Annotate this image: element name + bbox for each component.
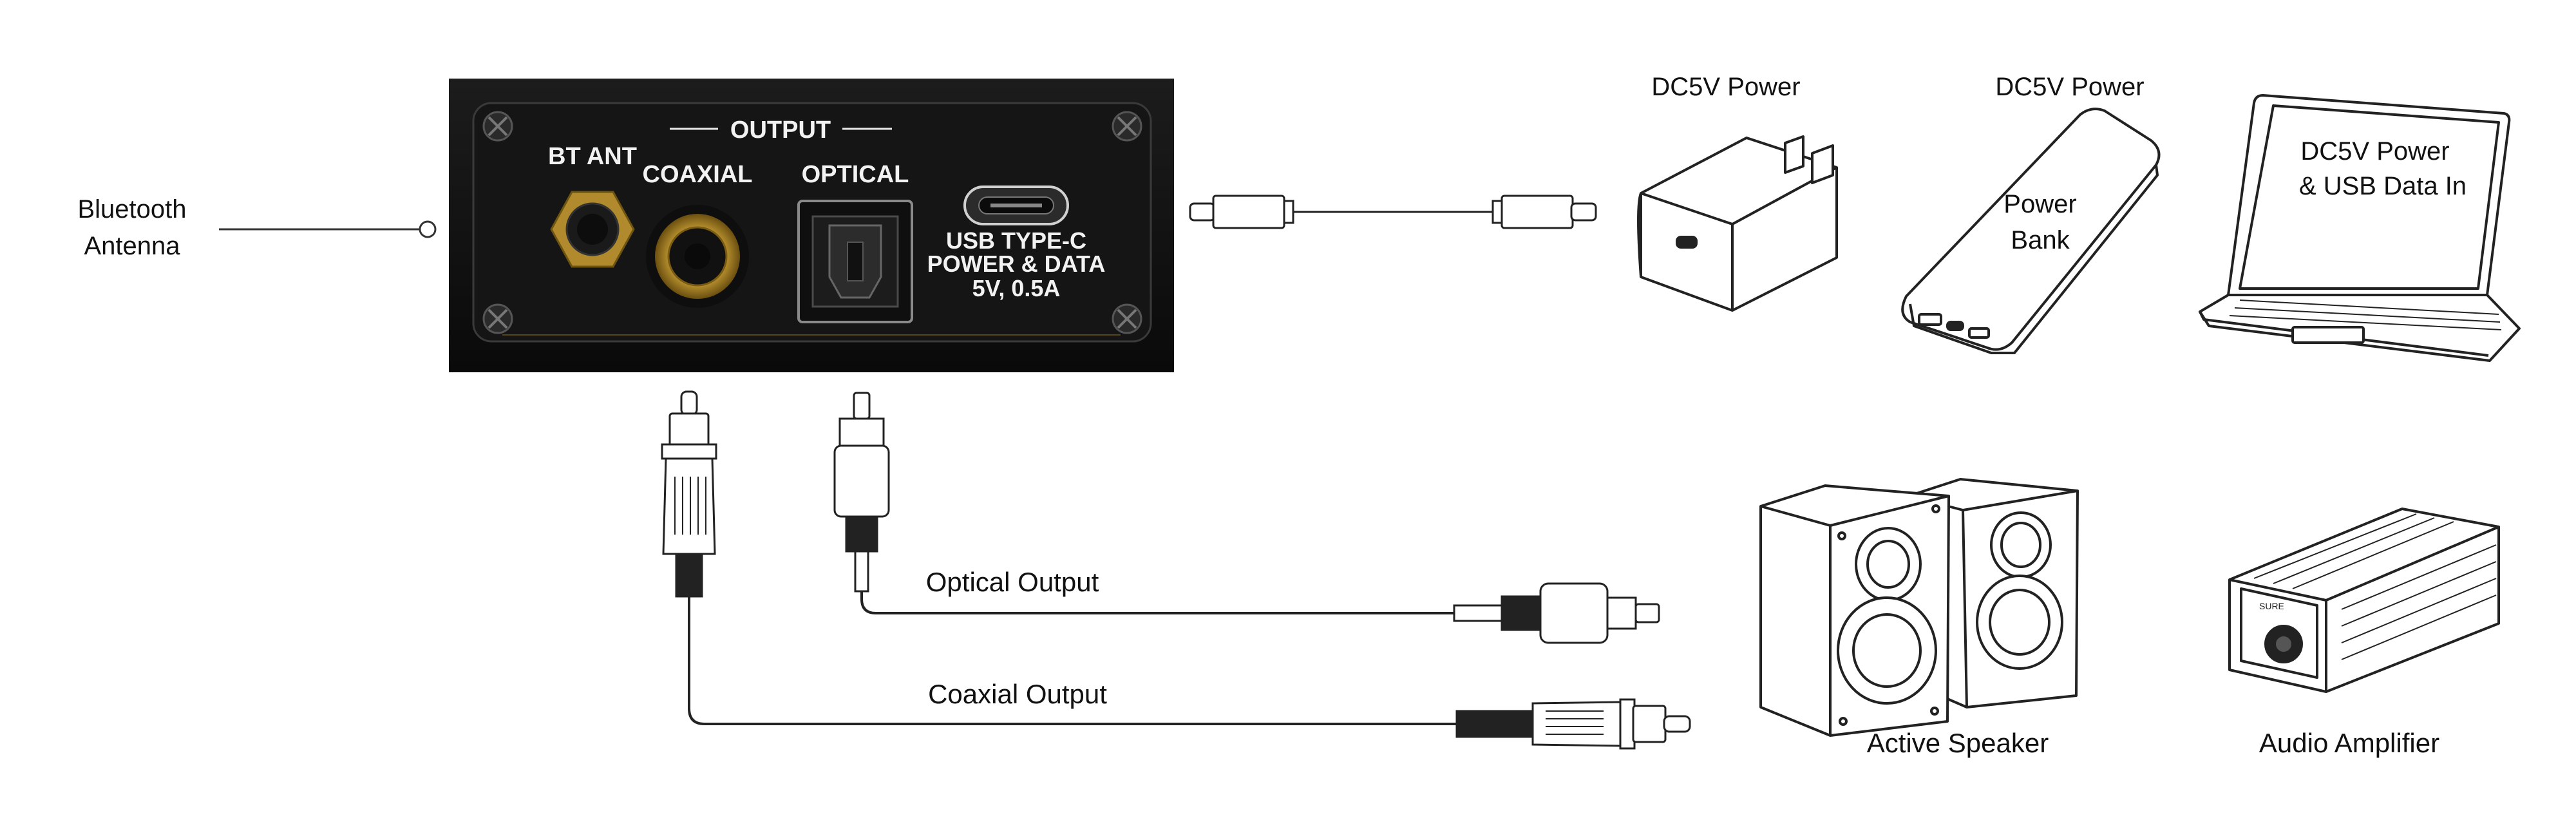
powerbank-text-line1: Power bbox=[2003, 190, 2076, 218]
bt-antenna-label-line2: Antenna bbox=[84, 232, 180, 260]
optical-port bbox=[797, 200, 913, 323]
coaxial-cable bbox=[688, 596, 1457, 725]
laptop-icon bbox=[2199, 94, 2521, 362]
panel-optical-label: OPTICAL bbox=[802, 161, 909, 188]
device-rear-panel: OUTPUT BT ANT COAXIAL OPTICAL bbox=[449, 79, 1174, 372]
optical-cable bbox=[860, 591, 1454, 614]
speaker-icon bbox=[1759, 478, 2079, 737]
bt-antenna-callout: Bluetooth Antenna bbox=[77, 195, 437, 260]
laptop-text-line2: & USB Data In bbox=[2299, 172, 2467, 200]
powerbank-label: DC5V Power bbox=[1995, 73, 2144, 101]
wall-charger-icon bbox=[1637, 135, 1838, 312]
panel-screw bbox=[482, 111, 513, 142]
optical-toslink-plug-icon bbox=[833, 392, 890, 593]
laptop-text-line1: DC5V Power bbox=[2300, 137, 2449, 166]
powerbank-text-line2: Bank bbox=[2011, 226, 2070, 254]
panel-usb-label-line1: USB TYPE-C bbox=[946, 227, 1086, 254]
panel-bt-ant-label: BT ANT bbox=[548, 143, 637, 170]
bt-antenna-pointer-dot bbox=[419, 220, 437, 238]
panel-screw bbox=[1112, 111, 1142, 142]
optical-toslink-plug-right-icon bbox=[1453, 582, 1660, 644]
usb-c-port bbox=[963, 185, 1069, 225]
power-bank-icon bbox=[1901, 108, 2161, 354]
usb-c-cable-icon bbox=[1189, 195, 1597, 229]
svg-text:SURE: SURE bbox=[2259, 601, 2284, 611]
audio-amplifier-label: Audio Amplifier bbox=[2259, 728, 2439, 758]
panel-coaxial-label: COAXIAL bbox=[643, 161, 753, 188]
panel-usb-label-line2: POWER & DATA bbox=[927, 251, 1106, 277]
coaxial-rca-plug-right-icon bbox=[1455, 698, 1691, 750]
panel-screw bbox=[1112, 303, 1142, 334]
panel-usb-label-line3: 5V, 0.5A bbox=[972, 275, 1061, 301]
coaxial-output-label: Coaxial Output bbox=[928, 679, 1107, 709]
panel-output-label: OUTPUT bbox=[730, 117, 831, 144]
optical-output-label: Optical Output bbox=[926, 567, 1099, 597]
amplifier-icon: SURE bbox=[2228, 508, 2500, 693]
bt-antenna-label-line1: Bluetooth bbox=[77, 195, 186, 223]
coaxial-jack bbox=[646, 205, 749, 308]
panel-screw bbox=[482, 303, 513, 334]
bt-ant-connector bbox=[550, 191, 635, 268]
charger-label: DC5V Power bbox=[1651, 73, 1800, 101]
coaxial-rca-plug-icon bbox=[661, 390, 717, 598]
active-speaker-label: Active Speaker bbox=[1867, 728, 2049, 758]
